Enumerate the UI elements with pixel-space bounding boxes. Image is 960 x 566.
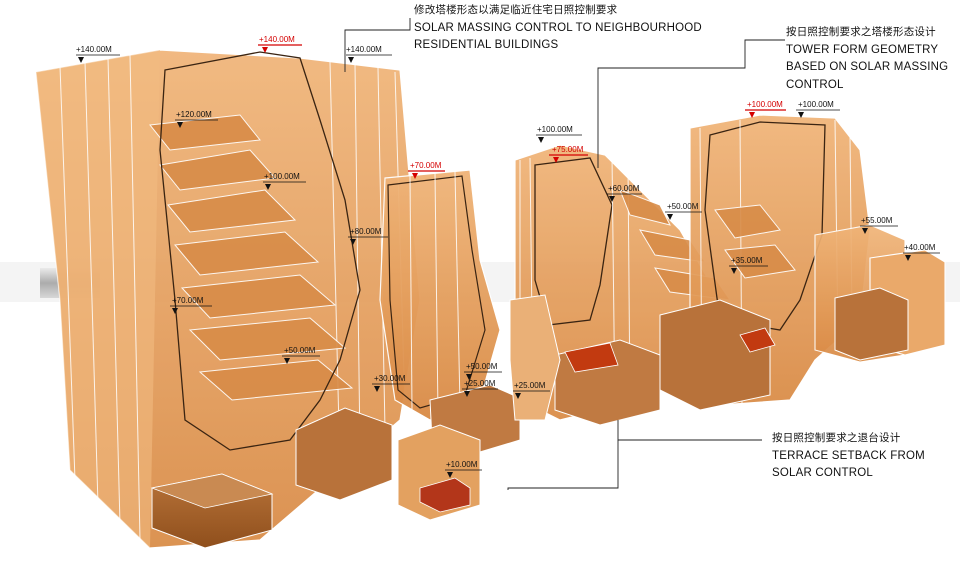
level-marker: +50.00M	[665, 202, 702, 220]
svg-text:+25.00M: +25.00M	[464, 379, 496, 388]
svg-text:+50.00M: +50.00M	[284, 346, 316, 355]
centre-left-tower	[379, 169, 521, 521]
svg-text:+100.00M: +100.00M	[747, 100, 783, 109]
far-right-blocks	[814, 224, 946, 363]
level-marker: +50.00M	[464, 362, 502, 380]
svg-text:+50.00M: +50.00M	[667, 202, 699, 211]
annotation-massing-zh: 修改塔楼形态以满足临近住宅日照控制要求	[414, 4, 618, 16]
svg-text:+75.00M: +75.00M	[552, 145, 584, 154]
svg-text:+100.00M: +100.00M	[537, 125, 573, 134]
svg-text:+70.00M: +70.00M	[410, 161, 442, 170]
svg-text:+100.00M: +100.00M	[798, 100, 834, 109]
svg-text:+140.00M: +140.00M	[259, 35, 295, 44]
level-marker: +40.00M	[903, 243, 940, 261]
annotation-terrace-en-1: TERRACE SETBACK FROM	[772, 449, 925, 462]
level-marker-red: +100.00M	[745, 100, 786, 118]
level-marker: +100.00M	[796, 100, 840, 118]
level-marker: +50.00M	[282, 346, 320, 364]
svg-text:+35.00M: +35.00M	[731, 256, 763, 265]
svg-text:+10.00M: +10.00M	[446, 460, 478, 469]
level-marker: +25.00M	[513, 381, 550, 399]
svg-text:+25.00M: +25.00M	[514, 381, 546, 390]
svg-text:+60.00M: +60.00M	[608, 184, 640, 193]
annotation-terrace-setback: 按日照控制要求之退台设计 TERRACE SETBACK FROM SOLAR …	[772, 430, 925, 483]
annotation-tower-zh: 按日照控制要求之塔楼形态设计	[786, 26, 936, 38]
svg-text:+50.00M: +50.00M	[466, 362, 498, 371]
annotation-terrace-en-2: SOLAR CONTROL	[772, 467, 874, 479]
svg-text:+70.00M: +70.00M	[172, 296, 204, 305]
level-marker: +25.00M	[462, 379, 498, 397]
level-marker: +80.00M	[348, 227, 388, 245]
level-marker: +70.00M	[170, 296, 212, 314]
svg-text:+30.00M: +30.00M	[374, 374, 406, 383]
level-marker-red: +70.00M	[408, 161, 445, 179]
annotation-massing-en-1: SOLAR MASSING CONTROL TO NEIGHBOURHOOD	[414, 21, 702, 34]
leader-lines	[344, 18, 785, 490]
annotation-massing-en-2: RESIDENTIAL BUILDINGS	[414, 39, 559, 51]
level-marker: +55.00M	[860, 216, 898, 234]
annotation-solar-massing: 修改塔楼形态以满足临近住宅日照控制要求 SOLAR MASSING CONTRO…	[414, 2, 702, 55]
svg-text:+100.00M: +100.00M	[264, 172, 300, 181]
level-marker: +140.00M	[346, 45, 392, 63]
left-massing-block	[35, 49, 421, 549]
level-marker: +30.00M	[372, 374, 410, 392]
level-marker: +100.00M	[536, 125, 582, 143]
svg-text:+140.00M: +140.00M	[346, 45, 382, 54]
level-marker: +120.00M	[175, 110, 218, 128]
annotation-tower-en-3: CONTROL	[786, 78, 844, 91]
svg-text:+55.00M: +55.00M	[861, 216, 893, 225]
level-markers: +140.00M +140.00M +140.00M +120.00M +100…	[76, 35, 940, 478]
annotation-tower-form: 按日照控制要求之塔楼形态设计 TOWER FORM GEOMETRY BASED…	[786, 24, 948, 94]
level-marker: +10.00M	[445, 460, 482, 478]
annotation-tower-en-2: BASED ON SOLAR MASSING	[786, 61, 949, 73]
level-marker: +100.00M	[263, 172, 306, 190]
svg-text:+80.00M: +80.00M	[350, 227, 382, 236]
annotation-tower-en-1: TOWER FORM GEOMETRY	[786, 43, 939, 56]
svg-text:+40.00M: +40.00M	[904, 243, 936, 252]
level-marker: +60.00M	[607, 184, 642, 202]
svg-text:+140.00M: +140.00M	[76, 45, 112, 54]
svg-text:+120.00M: +120.00M	[176, 110, 212, 119]
level-marker-red: +75.00M	[549, 145, 588, 163]
level-marker: +35.00M	[729, 256, 768, 274]
level-marker: +140.00M	[76, 45, 120, 63]
annotation-terrace-zh: 按日照控制要求之退台设计	[772, 432, 901, 444]
level-marker-red: +140.00M	[258, 35, 302, 53]
